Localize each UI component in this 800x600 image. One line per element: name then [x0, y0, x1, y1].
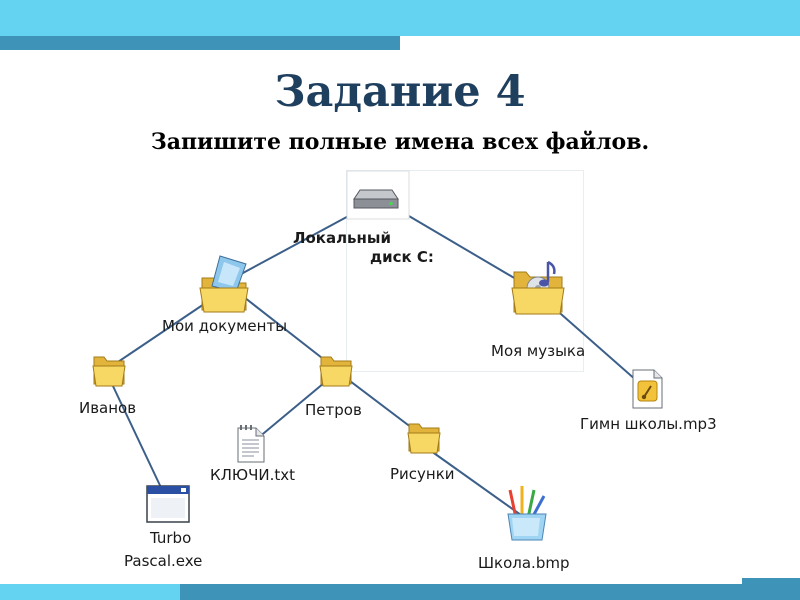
- hard-drive-icon: [346, 170, 410, 220]
- bottom-accent-tick: [742, 578, 800, 584]
- turbo-pascal-label-line1: Turbo: [150, 529, 192, 547]
- folder-icon: [92, 356, 126, 387]
- connector-ivanov-turbo: [111, 383, 166, 497]
- top-accent-bar: [0, 0, 800, 36]
- documents-folder-icon: [199, 255, 249, 313]
- folder-icon: [407, 423, 441, 454]
- root-label-line2: диск С:: [370, 248, 434, 266]
- folder-icon: [319, 356, 353, 387]
- my-music-label: Моя музыка: [491, 342, 586, 360]
- audio-file-icon: [632, 369, 663, 409]
- keys-file-label: КЛЮЧИ.txt: [210, 466, 296, 484]
- connector-petrov-keys: [257, 377, 331, 439]
- anthem-mp3-label: Гимн школы.mp3: [580, 415, 717, 433]
- diagram-backdrop: [346, 170, 584, 372]
- paint-brushes-icon: [507, 486, 547, 541]
- bottom-accent-bar: [0, 584, 180, 600]
- root-label-line1: Локальный: [293, 229, 391, 247]
- slide-subtitle: Запишите полные имена всех файлов.: [150, 129, 650, 155]
- connector-pictures-school: [423, 445, 529, 521]
- petrov-label: Петров: [305, 401, 362, 419]
- connector-documents-ivanov: [105, 295, 217, 371]
- program-window-icon: [146, 485, 190, 523]
- bottom-accent-bar-dark: [180, 584, 800, 600]
- connector-music-anthem: [544, 299, 646, 389]
- ivanov-label: Иванов: [79, 399, 137, 417]
- music-folder-icon: [511, 260, 565, 315]
- turbo-pascal-label-line2: Pascal.exe: [124, 552, 203, 570]
- text-file-icon: [237, 425, 265, 463]
- school-bmp-label: Школа.bmp: [478, 554, 570, 572]
- top-accent-bar-dark: [0, 36, 400, 50]
- my-documents-label: Мои документы: [162, 317, 288, 335]
- slide-title: Задание 4: [274, 67, 526, 117]
- pictures-label: Рисунки: [390, 465, 455, 483]
- connector-petrov-pictures: [345, 377, 421, 435]
